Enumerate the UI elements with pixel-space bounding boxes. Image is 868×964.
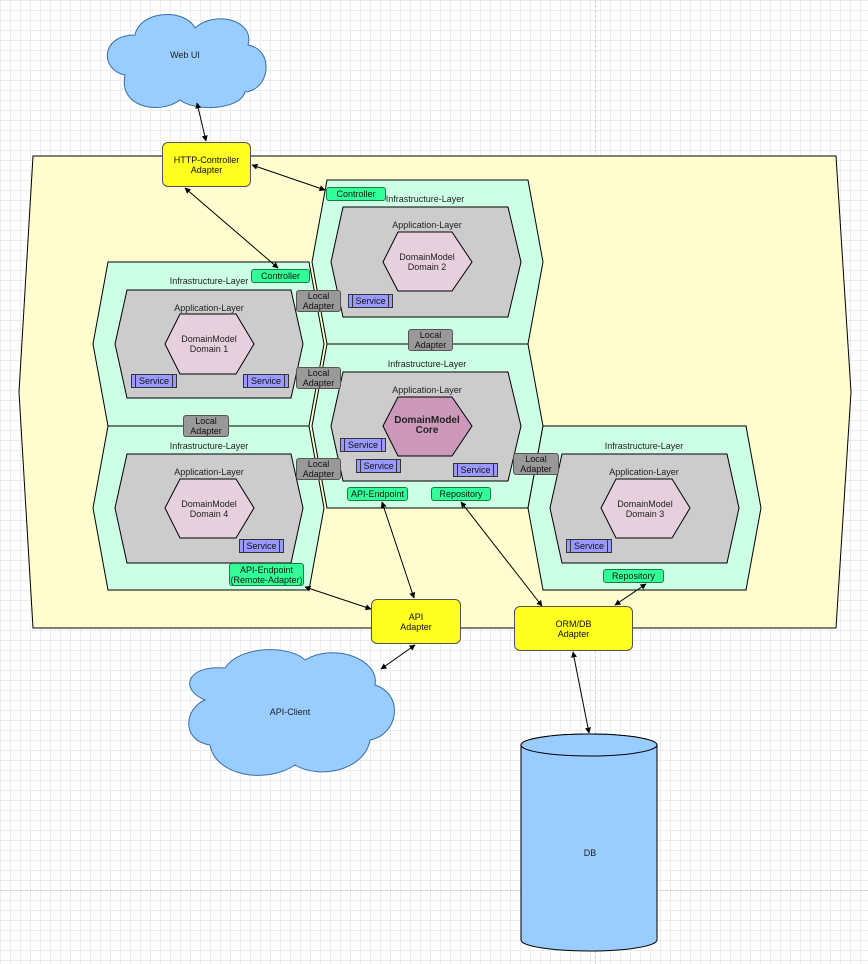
connector-repository3-orm <box>614 583 647 606</box>
service-port-domain3[interactable]: Service <box>566 539 612 553</box>
service-port-core-3[interactable]: Service <box>453 463 498 477</box>
api-adapter[interactable]: API Adapter <box>371 599 461 644</box>
local-adapter-domain2-core[interactable]: Local Adapter <box>408 329 453 351</box>
local-adapter-core-domain3[interactable]: Local Adapter <box>513 453 559 475</box>
controller-port-domain1[interactable]: Controller <box>251 269 310 283</box>
web-ui-cloud[interactable] <box>107 14 267 109</box>
service-port-core-1[interactable]: Service <box>340 438 386 452</box>
local-adapter-domain4-core[interactable]: Local Adapter <box>296 458 341 480</box>
service-port-domain4[interactable]: Service <box>239 539 284 553</box>
local-adapter-domain1-core[interactable]: Local Adapter <box>296 367 341 389</box>
page-guide-horizontal <box>0 890 868 891</box>
connector-repository-orm <box>460 501 543 607</box>
local-adapter-domain1-domain2[interactable]: Local Adapter <box>296 290 341 312</box>
local-adapter-domain1-domain4[interactable]: Local Adapter <box>183 415 229 437</box>
api-client-cloud[interactable] <box>188 649 395 776</box>
database-cylinder-top <box>520 733 658 757</box>
repository-port-domain3[interactable]: Repository <box>603 569 664 583</box>
connector-orm-db <box>571 651 591 734</box>
domain-hexagon-domain1[interactable] <box>164 313 255 375</box>
api-endpoint-remote-port-domain4[interactable]: API-Endpoint (Remote-Adapter) <box>229 563 304 586</box>
service-port-domain1-right[interactable]: Service <box>243 374 289 388</box>
http-controller-adapter[interactable]: HTTP-Controller Adapter <box>162 142 251 187</box>
connector-endpoint-apiadapter <box>380 501 416 599</box>
repository-port-core[interactable]: Repository <box>431 487 491 501</box>
domain-hexagon-domain4[interactable] <box>164 478 255 539</box>
database-cylinder[interactable] <box>520 733 658 952</box>
api-endpoint-port-core[interactable]: API-Endpoint <box>347 487 408 501</box>
connector-apiadapter-client <box>380 644 416 670</box>
service-port-domain1-left[interactable]: Service <box>131 374 177 388</box>
connector-http-controller-left <box>184 187 279 269</box>
domain-hexagon-core[interactable] <box>382 396 473 457</box>
service-port-core-2[interactable]: Service <box>356 459 401 473</box>
connector-webui-http <box>195 102 208 142</box>
connector-http-controller-top <box>251 163 326 192</box>
service-port-domain2[interactable]: Service <box>348 294 393 308</box>
connector-remote-apiadapter <box>304 585 372 611</box>
domain-hexagon-domain2[interactable] <box>382 231 473 292</box>
controller-port-domain2[interactable]: Controller <box>326 187 386 201</box>
domain-hexagon-domain3[interactable] <box>600 478 691 539</box>
orm-db-adapter[interactable]: ORM/DB Adapter <box>514 606 633 651</box>
